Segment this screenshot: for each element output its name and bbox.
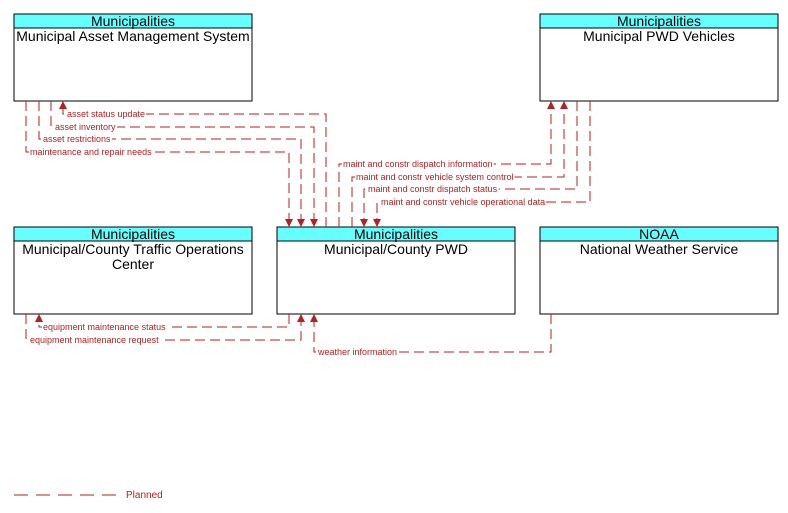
arrow-up-icon: [560, 101, 568, 109]
flow-asset-restrictions: asset restrictions: [38, 101, 305, 227]
flow-maint-and-constr-dispatch-information: maint and constr dispatch information: [338, 101, 555, 227]
node-header: [13, 226, 253, 242]
flow-label-bg: [54, 122, 118, 132]
flow-label-bg: [367, 184, 499, 194]
arrow-up-icon: [547, 101, 555, 109]
flow-label-bg: [42, 134, 113, 144]
flow-label: maint and constr dispatch status: [368, 184, 498, 194]
flow-weather-information: weather information: [310, 314, 552, 357]
legend-planned-label: Planned: [126, 490, 163, 501]
arrow-down-icon: [373, 219, 381, 227]
arrow-down-icon: [297, 219, 305, 227]
flow-label: maint and constr vehicle operational dat…: [381, 197, 545, 207]
flow-label-bg: [66, 109, 147, 119]
flow-label-bg: [29, 335, 161, 345]
node-name-label: Center: [112, 256, 154, 272]
flow-label: maintenance and repair needs: [30, 147, 152, 157]
arrow-down-icon: [310, 219, 318, 227]
flow-line: [50, 101, 315, 227]
node-group-label: Municipalities: [91, 13, 175, 29]
arrow-up-icon: [35, 314, 43, 322]
node-header: [539, 13, 779, 29]
flow-label-bg: [380, 197, 547, 207]
flow-line: [376, 101, 591, 227]
node-name-label: National Weather Service: [580, 241, 739, 257]
flow-label-bg: [42, 322, 168, 332]
flow-line: [62, 101, 327, 227]
flow-label: equipment maintenance status: [43, 322, 166, 332]
flow-equipment-maintenance-status: equipment maintenance status: [35, 314, 290, 332]
flow-line: [363, 101, 578, 227]
arrow-down-icon: [285, 219, 293, 227]
node-group-label: Municipalities: [91, 226, 175, 242]
flow-equipment-maintenance-request: equipment maintenance request: [25, 314, 305, 345]
node-name-label: Municipal/County Traffic Operations: [22, 241, 244, 257]
node-name-label: Municipal/County PWD: [324, 241, 468, 257]
node-header: [276, 226, 516, 242]
flow-maint-and-constr-vehicle-operational-data: maint and constr vehicle operational dat…: [373, 101, 591, 227]
arrow-up-icon: [297, 314, 305, 322]
node-name-label: Municipal Asset Management System: [16, 28, 249, 44]
flow-label-bg: [29, 147, 154, 157]
flow-label: equipment maintenance request: [30, 335, 159, 345]
flow-line: [38, 101, 302, 227]
flow-label: maint and constr dispatch information: [343, 159, 493, 169]
arrow-down-icon: [360, 219, 368, 227]
node-header: [539, 226, 779, 242]
flow-maint-and-constr-vehicle-system-control: maint and constr vehicle system control: [351, 101, 568, 227]
flow-maintenance-and-repair-needs: maintenance and repair needs: [25, 101, 293, 227]
flow-asset-inventory: asset inventory: [50, 101, 318, 227]
flow-label: asset inventory: [55, 122, 116, 132]
flow-asset-status-update: asset status update: [59, 101, 327, 227]
flow-label-bg: [355, 172, 515, 182]
node-group-label: NOAA: [639, 226, 679, 242]
flow-label: maint and constr vehicle system control: [356, 172, 514, 182]
flows-layer: asset status update asset inventory asset …: [25, 101, 591, 357]
node-header: [13, 13, 253, 29]
flow-maint-and-constr-dispatch-status: maint and constr dispatch status: [360, 101, 578, 227]
node-group-label: Municipalities: [617, 13, 701, 29]
flow-label: asset status update: [67, 109, 145, 119]
flow-label: asset restrictions: [43, 134, 111, 144]
arrow-up-icon: [310, 314, 318, 322]
flow-label-bg: [316, 347, 399, 357]
legend: Planned: [14, 490, 163, 501]
node-name-label: Municipal PWD Vehicles: [583, 28, 735, 44]
flow-label: weather information: [317, 347, 397, 357]
flow-label-bg: [342, 159, 494, 169]
flow-line: [313, 314, 552, 353]
node-group-label: Municipalities: [354, 226, 438, 242]
flow-line: [25, 101, 290, 227]
arrow-up-icon: [59, 101, 67, 109]
